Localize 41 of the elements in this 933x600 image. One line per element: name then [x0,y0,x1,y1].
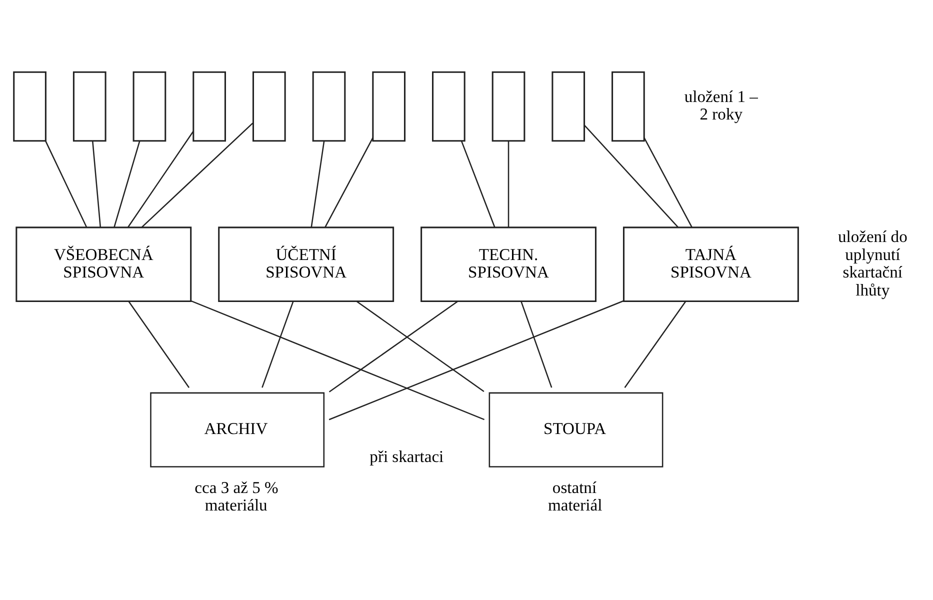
connector [92,141,102,228]
node-box: ARCHIV [150,392,325,468]
node-box [312,71,346,142]
node-box [72,71,106,142]
connector [328,300,624,420]
connector [45,140,88,228]
connector [584,125,679,228]
node-box: ÚČETNÍ SPISOVNA [218,226,394,302]
label: uložení do uplynutí skartační lhůty [838,226,908,300]
connector [624,301,686,388]
connector [310,140,325,228]
connector [324,137,374,228]
node-box [192,71,226,142]
label: uložení 1 – 2 roky [684,86,758,124]
connector [508,141,510,228]
node-box [13,71,46,142]
node-box: VŠEOBECNÁ SPISOVNA [16,226,192,302]
connector [128,301,190,388]
node-box [372,71,406,142]
node-box: STOUPA [488,392,664,468]
connector [262,301,294,388]
node-box: TECHN. SPISOVNA [420,226,596,302]
connector [191,300,485,420]
connector [356,301,484,392]
node-box [492,71,526,142]
connector [114,140,140,228]
node-box [252,71,286,142]
node-box: TAJNÁ SPISOVNA [622,226,799,302]
connector [520,301,552,388]
connector [460,140,496,228]
connector [128,130,194,228]
connector [644,137,692,228]
node-box [132,71,166,142]
node-box [432,71,466,142]
node-box [612,71,645,142]
label: při skartaci [370,447,444,466]
node-label: cca 3 až 5 % materiálu [194,478,278,515]
node-box [552,71,586,142]
connector [141,122,254,228]
connector [328,301,458,392]
node-label: ostatní materiál [548,478,602,515]
